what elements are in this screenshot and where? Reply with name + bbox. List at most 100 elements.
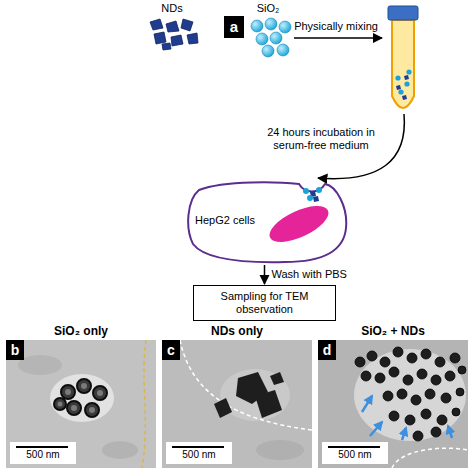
cell-membrane bbox=[188, 182, 346, 262]
tem-image bbox=[441, 393, 451, 403]
tem-image bbox=[142, 340, 146, 468]
panel-label: d bbox=[318, 340, 336, 360]
silica-icons bbox=[251, 18, 291, 57]
tem-image bbox=[383, 391, 393, 401]
tem-image bbox=[421, 349, 431, 359]
tube-icon bbox=[402, 95, 407, 100]
tem-image bbox=[162, 340, 312, 468]
tem-image bbox=[450, 353, 460, 363]
tem-image bbox=[97, 390, 103, 396]
particle bbox=[313, 196, 319, 202]
tem-image bbox=[448, 426, 452, 438]
tem-image bbox=[405, 415, 415, 425]
nucleus bbox=[265, 199, 334, 250]
panel-label: a bbox=[224, 16, 244, 38]
tem-image bbox=[50, 374, 114, 422]
tem-image bbox=[318, 340, 468, 468]
tem-image bbox=[407, 353, 417, 363]
box-text: Sampling for TEM observation bbox=[219, 290, 311, 316]
tem-image bbox=[65, 389, 71, 395]
tem-image bbox=[425, 389, 435, 399]
tem-image bbox=[71, 405, 77, 411]
particle bbox=[316, 187, 322, 193]
tem-panel: bSiO₂ only500 nm bbox=[6, 340, 156, 468]
tem-image bbox=[362, 396, 372, 412]
nanodiamond-icons bbox=[162, 43, 171, 50]
tem-image bbox=[456, 388, 464, 396]
panel-letter: a bbox=[224, 16, 244, 38]
tem-image bbox=[355, 357, 365, 367]
tem-image bbox=[431, 427, 441, 437]
silica-icons bbox=[265, 18, 277, 30]
tem-image bbox=[102, 441, 138, 459]
tem-image bbox=[6, 340, 156, 468]
particle bbox=[307, 195, 313, 201]
tem-image bbox=[445, 371, 455, 381]
tem-image bbox=[255, 390, 282, 418]
cell-outline: HepG2 cells bbox=[185, 178, 350, 264]
step-label: 24 hours incubation in serum-free medium bbox=[262, 126, 380, 152]
nanodiamond-icons bbox=[187, 33, 198, 44]
tem-image bbox=[89, 407, 95, 413]
tem-image bbox=[6, 340, 156, 468]
panel-letter: b bbox=[6, 340, 24, 360]
scale-label: 500 nm bbox=[166, 449, 232, 461]
tube-icon bbox=[388, 6, 418, 20]
tem-image bbox=[214, 398, 232, 418]
tem-image bbox=[93, 386, 107, 400]
silica-icons bbox=[251, 20, 263, 32]
tem-image bbox=[380, 357, 390, 367]
tem-image bbox=[61, 385, 75, 399]
step-label: Physically mixing bbox=[288, 20, 384, 33]
tem-image bbox=[18, 355, 62, 375]
tem-image bbox=[355, 347, 466, 441]
silica-icons bbox=[262, 45, 274, 57]
scale-label: 500 nm bbox=[322, 449, 388, 461]
panel-letter: d bbox=[318, 340, 336, 360]
material-label: NDs bbox=[142, 2, 202, 15]
tem-image bbox=[389, 367, 399, 377]
tem-image bbox=[431, 375, 441, 385]
panel-label: b bbox=[6, 340, 24, 360]
tem-image bbox=[256, 440, 304, 460]
tem-image bbox=[58, 402, 63, 407]
particle bbox=[303, 188, 309, 194]
tem-image bbox=[437, 415, 447, 425]
silica-icons bbox=[256, 33, 268, 45]
nanodiamond-icons bbox=[150, 19, 198, 50]
tem-image bbox=[421, 409, 431, 419]
tem-image bbox=[214, 372, 284, 418]
tube-icon bbox=[395, 75, 400, 80]
tem-image bbox=[318, 340, 468, 468]
panel-title: NDs only bbox=[162, 324, 312, 338]
tem-panel: cNDs only500 nm bbox=[162, 340, 312, 468]
tem-image bbox=[54, 398, 66, 410]
nanodiamond-icons bbox=[171, 35, 183, 46]
nanodiamond-icons bbox=[181, 19, 193, 31]
tube-icon bbox=[398, 89, 403, 94]
tem-image bbox=[81, 383, 87, 389]
tem-image bbox=[322, 442, 388, 464]
tem-image bbox=[16, 446, 68, 448]
tube-icon bbox=[404, 81, 409, 86]
silica-icons bbox=[277, 44, 289, 56]
tem-image bbox=[172, 446, 224, 448]
tem-image bbox=[413, 431, 423, 441]
tem-image bbox=[452, 408, 460, 416]
tem-image bbox=[54, 379, 107, 417]
nanodiamond-icons bbox=[154, 32, 166, 44]
tube-icon bbox=[406, 69, 411, 74]
tem-image bbox=[166, 442, 232, 464]
scale-label: 500 nm bbox=[10, 449, 76, 461]
tube-icon bbox=[404, 75, 409, 80]
tube-icon bbox=[396, 85, 401, 90]
tem-image bbox=[411, 395, 421, 405]
tem-image bbox=[435, 357, 445, 367]
panel-title: SiO₂ + NDs bbox=[318, 324, 468, 338]
tube-icon bbox=[392, 20, 414, 108]
tem-image bbox=[458, 366, 466, 374]
tem-image bbox=[361, 371, 371, 381]
silica-icons bbox=[270, 32, 282, 44]
panel-letter: c bbox=[162, 340, 180, 360]
